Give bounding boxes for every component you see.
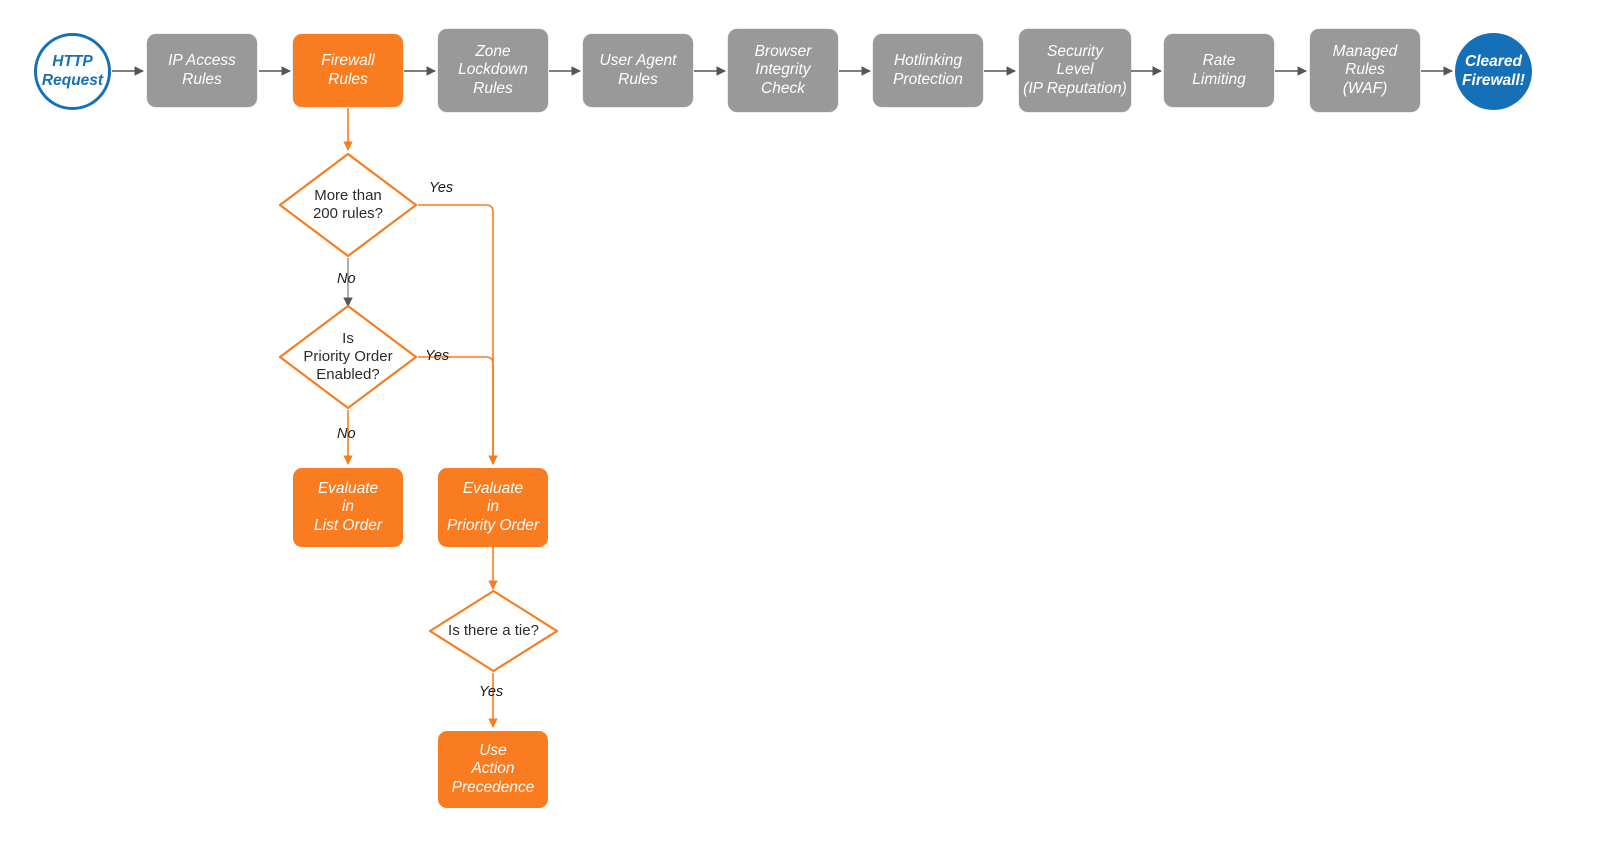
edge-label-rules-yes: Yes	[429, 180, 454, 196]
outcome-label-line: Evaluate	[317, 480, 379, 498]
step-label-line: Integrity	[755, 61, 811, 79]
step-label-line: Rate	[1202, 52, 1236, 70]
step-label-line: Protection	[893, 70, 963, 88]
diamond-shape	[428, 589, 559, 673]
pipeline-step-security-level[interactable]: Security Level (IP Reputation)	[1019, 29, 1131, 112]
step-label-line: Rules	[1345, 61, 1385, 79]
start-node-line-1: HTTP	[52, 53, 93, 71]
pipeline-step-browser-integrity-check[interactable]: Browser Integrity Check	[728, 29, 838, 112]
diamond-shape	[278, 304, 418, 410]
edge-label-priority-no: No	[337, 426, 356, 442]
outcome-use-action-precedence[interactable]: Use Action Precedence	[438, 731, 548, 808]
outcome-label-line: in	[341, 498, 355, 516]
edge-rules-yes-to-priority-order	[418, 204, 498, 465]
edge-priority-yes-to-priority-order	[418, 356, 498, 465]
outcome-label-line: Priority Order	[446, 516, 540, 534]
pipeline-step-hotlinking-protection[interactable]: Hotlinking Protection	[873, 34, 983, 107]
step-label-line: (IP Reputation)	[1023, 79, 1127, 97]
outcome-evaluate-in-list-order[interactable]: Evaluate in List Order	[293, 468, 403, 547]
step-label-line: Managed	[1332, 43, 1398, 61]
step-label-line: User Agent	[599, 52, 677, 70]
pipeline-step-managed-rules-waf[interactable]: Managed Rules (WAF)	[1310, 29, 1420, 112]
outcome-label-line: Action	[471, 760, 515, 778]
outcome-label-line: List Order	[313, 516, 383, 534]
step-label-line: Browser	[754, 43, 812, 61]
edge-label-priority-yes: Yes	[425, 348, 450, 364]
start-node-http-request[interactable]: HTTP Request	[34, 33, 111, 110]
pipeline-step-rate-limiting[interactable]: Rate Limiting	[1164, 34, 1274, 107]
step-label-line: Rules	[328, 70, 368, 88]
decision-more-than-200-rules[interactable]: More than 200 rules?	[278, 152, 418, 258]
step-label-line: Firewall	[321, 52, 375, 70]
pipeline-step-user-agent-rules[interactable]: User Agent Rules	[583, 34, 693, 107]
step-label-line: Security	[1046, 43, 1103, 61]
step-label-line: Lockdown	[458, 61, 528, 79]
end-node-cleared-firewall[interactable]: Cleared Firewall!	[1455, 33, 1532, 110]
step-label-line: Check	[761, 79, 805, 97]
step-label-line: Rules	[182, 70, 222, 88]
outcome-label-line: Precedence	[451, 778, 535, 796]
diamond-shape	[278, 152, 418, 258]
end-node-line-2: Firewall!	[1462, 71, 1525, 89]
outcome-label-line: Use	[479, 742, 507, 760]
start-node-line-2: Request	[41, 71, 104, 89]
step-label-line: Limiting	[1192, 70, 1246, 88]
decision-is-there-a-tie[interactable]: Is there a tie?	[428, 589, 559, 673]
step-label-line: Rules	[618, 70, 658, 88]
step-label-line: Zone	[475, 43, 511, 61]
outcome-evaluate-in-priority-order[interactable]: Evaluate in Priority Order	[438, 468, 548, 547]
end-node-line-1: Cleared	[1465, 53, 1522, 71]
edge-label-tie-yes: Yes	[479, 684, 504, 700]
step-label-line: (WAF)	[1342, 79, 1388, 97]
edge-label-rules-no: No	[337, 271, 356, 287]
pipeline-step-zone-lockdown-rules[interactable]: Zone Lockdown Rules	[438, 29, 548, 112]
decision-is-priority-order-enabled[interactable]: Is Priority Order Enabled?	[278, 304, 418, 410]
step-label-line: Rules	[473, 79, 513, 97]
step-label-line: IP Access	[168, 52, 236, 70]
pipeline-step-ip-access-rules[interactable]: IP Access Rules	[147, 34, 257, 107]
step-label-line: Level	[1056, 61, 1094, 79]
outcome-label-line: in	[486, 498, 500, 516]
outcome-label-line: Evaluate	[462, 480, 524, 498]
step-label-line: Hotlinking	[893, 52, 963, 70]
pipeline-step-firewall-rules[interactable]: Firewall Rules	[293, 34, 403, 107]
